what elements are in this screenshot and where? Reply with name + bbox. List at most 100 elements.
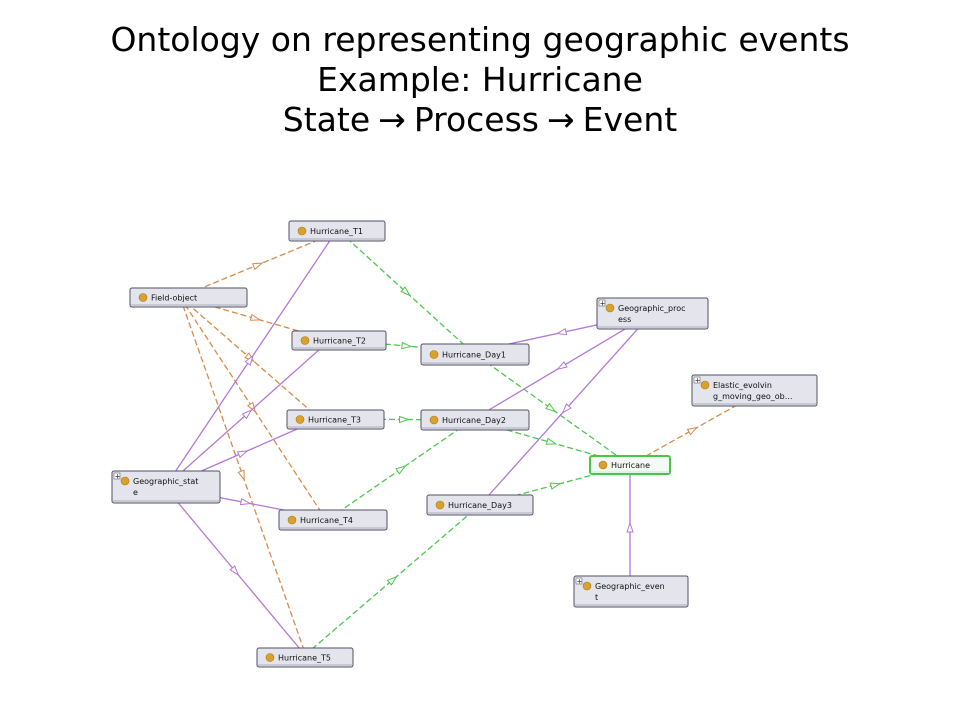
expand-icon[interactable]: + — [598, 300, 606, 308]
node-shadow — [288, 426, 383, 428]
edge-arrowhead-icon — [545, 437, 558, 445]
node-box — [420, 343, 530, 366]
slide-title: Ontology on representing geographic even… — [0, 20, 960, 140]
node-box — [420, 409, 530, 431]
node-shadow — [290, 238, 384, 240]
edge-line — [304, 504, 481, 656]
node-shadow — [258, 664, 352, 666]
node-hurricane[interactable]: Hurricane — [589, 455, 671, 475]
edge-purple — [164, 339, 331, 488]
edge-arrowhead-icon — [561, 403, 572, 414]
title-line-1: Ontology on representing geographic even… — [110, 20, 850, 59]
node-label: Geographic_proc — [618, 304, 686, 313]
edge-green — [339, 231, 473, 353]
edge-arrowhead-icon — [386, 575, 398, 586]
class-circle-icon — [138, 293, 148, 302]
node-hurricane-t1[interactable]: Hurricane_T1 — [288, 220, 386, 242]
svg-text:+: + — [115, 473, 121, 481]
edge-arrowhead-icon — [237, 469, 245, 482]
svg-text:+: + — [577, 578, 583, 586]
class-circle-icon — [700, 380, 710, 390]
edge-arrowhead-icon — [398, 415, 411, 424]
node-label: Hurricane — [611, 461, 650, 470]
node-shadow — [113, 500, 219, 502]
node-box — [111, 470, 221, 504]
edge-arrowhead-icon — [555, 327, 568, 336]
node-shadow — [131, 304, 246, 306]
edge-arrowhead-icon — [401, 341, 413, 350]
edge-orange — [179, 232, 336, 298]
node-field-object[interactable]: Field-object — [129, 287, 248, 308]
class-circle-icon — [582, 581, 592, 591]
edge-arrowhead-icon — [244, 354, 254, 366]
node-geographic-event[interactable]: +Geographic_event — [573, 575, 689, 608]
edge-green — [304, 504, 481, 656]
class-circle-icon — [120, 476, 130, 486]
edge-arrowhead-icon — [229, 565, 240, 577]
node-hurricane-day2[interactable]: Hurricane_Day2 — [420, 409, 530, 431]
edge-arrowhead-icon — [626, 521, 634, 533]
edge-arrowhead-icon — [236, 450, 249, 459]
node-hurricane-day1[interactable]: Hurricane_Day1 — [420, 343, 530, 366]
node-elastic[interactable]: +Elastic_evolving_moving_geo_ob... — [691, 374, 818, 407]
edge-arrowhead-icon — [395, 465, 407, 475]
node-box — [573, 575, 689, 608]
node-label: Geographic_stat — [133, 477, 198, 486]
node-label: Hurricane_T1 — [310, 227, 363, 236]
node-box — [426, 494, 534, 516]
class-circle-icon — [300, 336, 310, 345]
edge-orange — [179, 296, 306, 654]
expand-icon[interactable]: + — [113, 473, 121, 481]
class-circle-icon — [429, 350, 439, 359]
edge-purple — [164, 232, 336, 488]
node-box — [286, 409, 385, 430]
node-shadow — [280, 527, 386, 529]
svg-text:+: + — [695, 377, 701, 385]
class-circle-icon — [435, 500, 445, 510]
edge-line — [339, 231, 473, 353]
edge-arrowhead-icon — [249, 313, 262, 321]
node-shadow — [598, 326, 707, 328]
right-arrow-icon: → — [547, 100, 575, 139]
edge-line — [179, 296, 326, 519]
edge-purple — [479, 312, 653, 506]
node-box — [256, 647, 354, 668]
edge-arrowhead-icon — [241, 409, 253, 420]
node-box — [691, 374, 818, 407]
node-hurricane-t2[interactable]: Hurricane_T2 — [291, 330, 387, 351]
node-box — [291, 330, 387, 351]
node-shadow — [591, 471, 669, 473]
class-circle-icon — [598, 460, 608, 470]
edge-arrowhead-icon — [545, 402, 557, 413]
node-label: Hurricane_T4 — [300, 516, 353, 525]
node-label: Hurricane_T5 — [278, 654, 331, 663]
node-shadow — [428, 512, 532, 514]
node-shadow — [575, 604, 687, 606]
node-hurricane-t5[interactable]: Hurricane_T5 — [256, 647, 354, 668]
expand-icon[interactable]: + — [693, 377, 701, 385]
edge-green — [329, 419, 473, 519]
node-shadow — [293, 347, 385, 349]
edge-arrowhead-icon — [239, 498, 252, 506]
expand-icon[interactable]: + — [575, 578, 583, 586]
node-hurricane-day3[interactable]: Hurricane_Day3 — [426, 494, 534, 516]
node-label: Elastic_evolvin — [713, 381, 772, 390]
node-hurricane-t3[interactable]: Hurricane_T3 — [286, 409, 385, 430]
edge-arrowhead-icon — [686, 426, 699, 436]
title-line-2: Example: Hurricane — [317, 60, 643, 99]
svg-text:+: + — [600, 300, 606, 308]
node-hurricane-t4[interactable]: Hurricane_T4 — [278, 509, 388, 531]
node-box — [278, 509, 388, 531]
node-label: Hurricane_Day2 — [442, 416, 506, 425]
class-circle-icon — [605, 303, 615, 313]
node-label: t — [595, 593, 598, 602]
title-line-3: State→Process→Event — [0, 100, 960, 140]
edge-arrowhead-icon — [251, 262, 264, 271]
class-circle-icon — [297, 226, 307, 236]
node-shadow — [422, 362, 528, 364]
edge-purple — [471, 312, 653, 421]
title-process: Process — [413, 100, 539, 139]
